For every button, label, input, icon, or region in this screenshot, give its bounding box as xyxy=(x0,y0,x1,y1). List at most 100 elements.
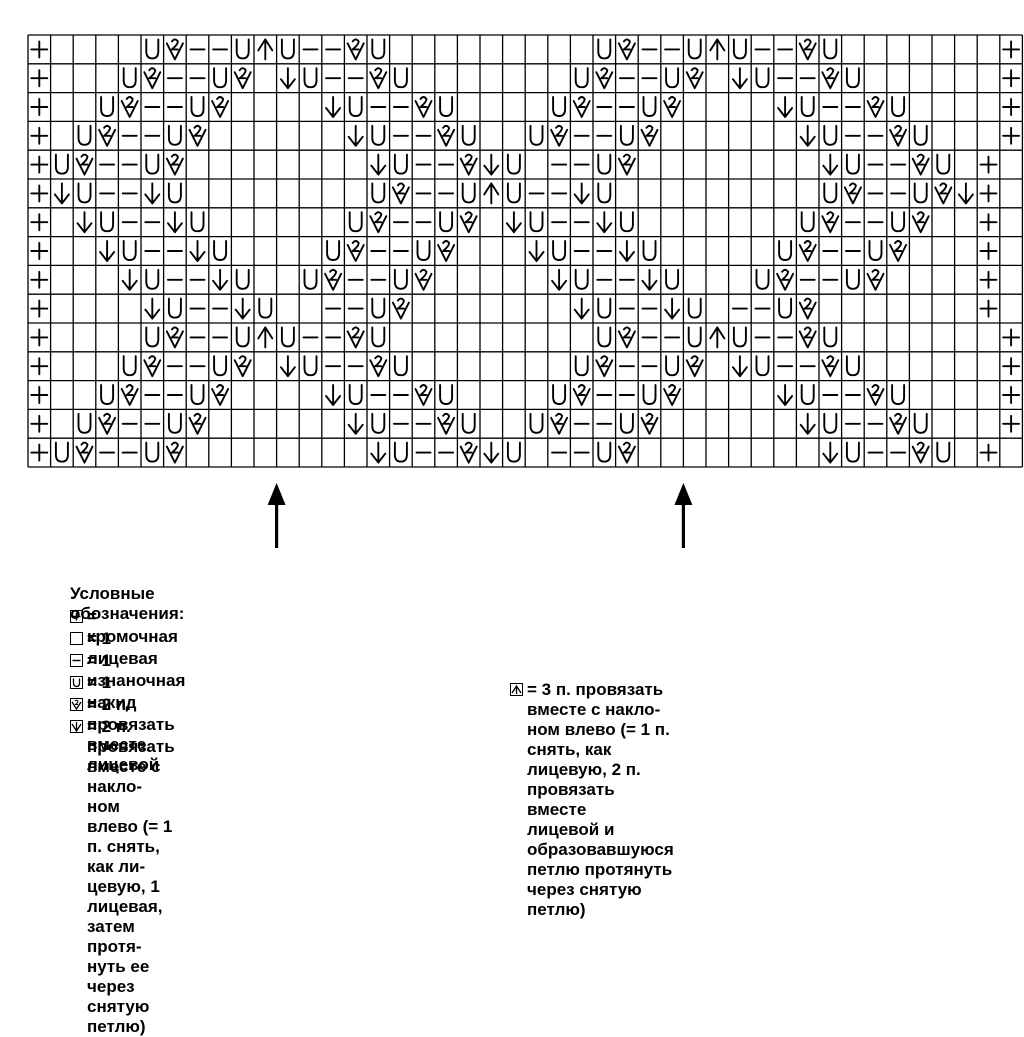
ssk-icon xyxy=(505,211,522,234)
ssk-icon xyxy=(957,182,974,205)
k2tog-icon xyxy=(211,384,230,406)
yarn-over-icon xyxy=(778,297,793,319)
yarn-over-icon xyxy=(371,326,386,348)
ssk-icon xyxy=(822,153,839,176)
k2tog-icon xyxy=(617,441,636,464)
yarn-over-icon xyxy=(597,441,612,463)
yarn-over-icon xyxy=(77,412,92,434)
yarn-over-icon xyxy=(280,38,295,60)
yarn-over-icon xyxy=(913,124,928,146)
ssk-icon xyxy=(76,211,93,234)
yarn-over-icon xyxy=(823,326,838,348)
ssk-icon xyxy=(641,268,658,291)
sk2p-icon xyxy=(483,182,500,205)
legend-item-knit: = 1 лицевая xyxy=(70,629,158,669)
k2tog-icon xyxy=(369,211,388,234)
k2tog-icon xyxy=(889,412,908,435)
k2tog-icon xyxy=(120,384,139,406)
yarn-over-icon xyxy=(461,124,476,146)
yarn-over-icon xyxy=(597,38,612,60)
k2tog-icon xyxy=(663,384,682,406)
yarn-over-icon xyxy=(845,268,860,290)
legend-text: = 1 изнаночная xyxy=(87,651,186,690)
yarn-over-icon xyxy=(145,38,160,60)
ssk-icon xyxy=(144,182,161,205)
yarn-over-icon xyxy=(552,96,567,117)
yarn-over-icon xyxy=(597,326,612,348)
edge-stitch-icon xyxy=(30,270,49,289)
ssk-icon xyxy=(528,240,545,262)
repeat-arrows xyxy=(267,483,693,548)
ssk-icon xyxy=(731,67,748,90)
k2tog-icon xyxy=(595,67,614,90)
yarn-over-icon xyxy=(439,211,454,233)
edge-stitch-icon xyxy=(979,270,998,289)
k2tog-icon xyxy=(414,96,433,118)
yarn-over-icon xyxy=(393,441,408,463)
ssk-icon xyxy=(279,67,296,90)
sk2p-icon xyxy=(709,326,726,349)
edge-stitch-icon xyxy=(30,126,49,145)
k2tog-icon xyxy=(866,384,885,406)
edge-stitch-icon xyxy=(1002,357,1021,376)
yarn-over-icon xyxy=(574,355,589,377)
k2tog-icon xyxy=(233,67,252,90)
edge-stitch-icon xyxy=(30,213,49,232)
legend-item-k2tog: = 2 п. провязать вместе лицевой xyxy=(70,695,175,775)
legend-text: = 1 накид xyxy=(87,673,137,712)
yarn-over-icon xyxy=(936,153,951,175)
yarn-over-icon xyxy=(439,96,454,117)
yarn-over-icon xyxy=(823,412,838,434)
yarn-over-icon xyxy=(597,153,612,175)
legend-text: = 2 п. провязать вместе лицевой xyxy=(87,695,175,774)
k2tog-icon xyxy=(459,211,478,234)
knit-stitch-icon xyxy=(70,632,83,645)
legend-text: = 3 п. провязать вместе с накло- ном вле… xyxy=(527,680,674,919)
ssk-icon xyxy=(799,412,816,435)
yarn-over-icon xyxy=(845,153,860,175)
k2tog-icon xyxy=(369,355,388,378)
yarn-over-icon xyxy=(642,96,657,117)
ssk-icon xyxy=(325,384,342,406)
yarn-over-icon xyxy=(145,153,160,175)
yarn-over-icon xyxy=(145,268,160,290)
yarn-over-icon xyxy=(755,355,770,377)
k2tog-icon xyxy=(889,240,908,262)
yarn-over-icon xyxy=(845,67,860,89)
k2tog-icon xyxy=(414,268,433,291)
yarn-over-icon xyxy=(54,153,69,175)
k2tog-icon xyxy=(821,211,840,234)
ssk-icon xyxy=(618,240,635,262)
k2tog-icon xyxy=(346,240,365,262)
chart-symbols xyxy=(30,38,1021,464)
yarn-over-icon xyxy=(665,67,680,89)
yarn-over-icon xyxy=(213,67,228,89)
k2tog-icon xyxy=(617,153,636,176)
legend-title: Условные обозначения: xyxy=(70,584,185,623)
yarn-over-icon xyxy=(823,38,838,60)
k2tog-icon xyxy=(843,182,862,205)
ssk-icon xyxy=(347,124,364,147)
yarn-over-icon xyxy=(755,268,770,290)
k2tog-icon xyxy=(550,412,569,435)
yarn-over-icon xyxy=(868,240,883,261)
yarn-over-icon xyxy=(371,412,386,434)
edge-stitch-icon xyxy=(30,357,49,376)
k2tog-icon xyxy=(866,96,885,118)
edge-stitch-icon xyxy=(1002,328,1021,347)
k2tog-icon xyxy=(211,96,230,118)
yarn-over-icon xyxy=(800,96,815,117)
edge-stitch-icon xyxy=(979,155,998,174)
ssk-icon xyxy=(53,182,70,205)
ssk-icon xyxy=(777,96,794,118)
ssk-icon xyxy=(166,211,183,234)
ssk-icon xyxy=(573,182,590,205)
ssk-icon xyxy=(596,211,613,234)
k2tog-icon xyxy=(798,297,817,320)
yarn-over-icon xyxy=(823,182,838,204)
yarn-over-icon xyxy=(574,67,589,89)
yarn-over-icon xyxy=(665,355,680,377)
k2tog-icon xyxy=(98,124,117,147)
legend-item-sk2p: = 3 п. провязать вместе с накло- ном вле… xyxy=(510,680,674,920)
edge-stitch-icon xyxy=(30,242,49,260)
